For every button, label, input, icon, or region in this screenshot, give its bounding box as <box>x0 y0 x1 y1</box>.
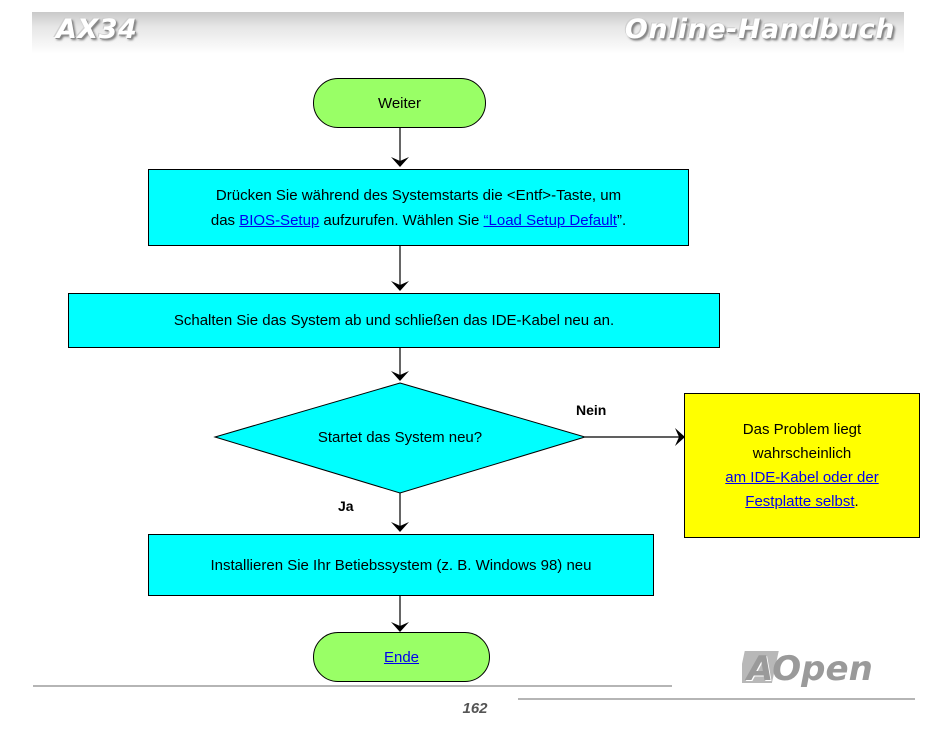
step-bios-setup: Drücken Sie während des Systemstarts die… <box>148 169 689 246</box>
header-band <box>32 12 904 54</box>
result-suffix: . <box>854 492 859 510</box>
page-number: 162 <box>462 700 488 717</box>
decision-text-box: Startet das System neu? <box>260 424 540 450</box>
step3-text: Installieren Sie Ihr Betiebssystem (z. B… <box>210 556 592 574</box>
header-manual-title: Online-Handbuch <box>624 14 895 45</box>
header-model-title: AX34 <box>56 14 138 45</box>
result-line2: wahrscheinlich <box>752 444 852 462</box>
ide-cable-link[interactable]: am IDE-Kabel oder der <box>725 468 879 486</box>
step1-line2-middle: aufzurufen. Wählen Sie <box>319 211 484 229</box>
start-terminal: Weiter <box>313 78 486 128</box>
bios-setup-link[interactable]: BIOS-Setup <box>239 211 320 229</box>
decision-text: Startet das System neu? <box>317 428 483 446</box>
result-ide-cable-problem: Das Problem liegt wahrscheinlich am IDE-… <box>684 393 920 538</box>
aopen-logo: AOpen AOpen <box>742 649 874 689</box>
step-reinstall-os: Installieren Sie Ihr Betiebssystem (z. B… <box>148 534 654 596</box>
load-setup-default-link[interactable]: “Load Setup Default <box>483 211 617 229</box>
branch-no-label: Nein <box>576 402 607 418</box>
step1-line2-prefix: das <box>210 211 240 229</box>
result-link-line1: am IDE-Kabel oder der <box>725 466 878 490</box>
start-label: Weiter <box>377 94 422 112</box>
result-link-line2: Festplatte selbst. <box>745 490 858 514</box>
result-line1: Das Problem liegt <box>742 420 862 438</box>
step2-text: Schalten Sie das System ab und schließen… <box>173 312 615 329</box>
step1-line1: Drücken Sie während des Systemstarts die… <box>215 186 622 204</box>
hard-disk-link[interactable]: Festplatte selbst <box>745 492 855 510</box>
decision-diamond <box>213 382 587 494</box>
end-terminal[interactable]: Ende <box>313 632 490 682</box>
step1-line2-suffix: ”. <box>616 211 627 229</box>
step1-line2: das BIOS-Setup aufzurufen. Wählen Sie “L… <box>211 208 626 233</box>
aopen-logo-text: AOpen <box>745 650 874 689</box>
aopen-logo-text-shadow: AOpen <box>744 649 873 689</box>
branch-yes-label: Ja <box>338 498 354 514</box>
end-link[interactable]: Ende <box>383 648 420 666</box>
step-reconnect-ide: Schalten Sie das System ab und schließen… <box>68 293 720 348</box>
